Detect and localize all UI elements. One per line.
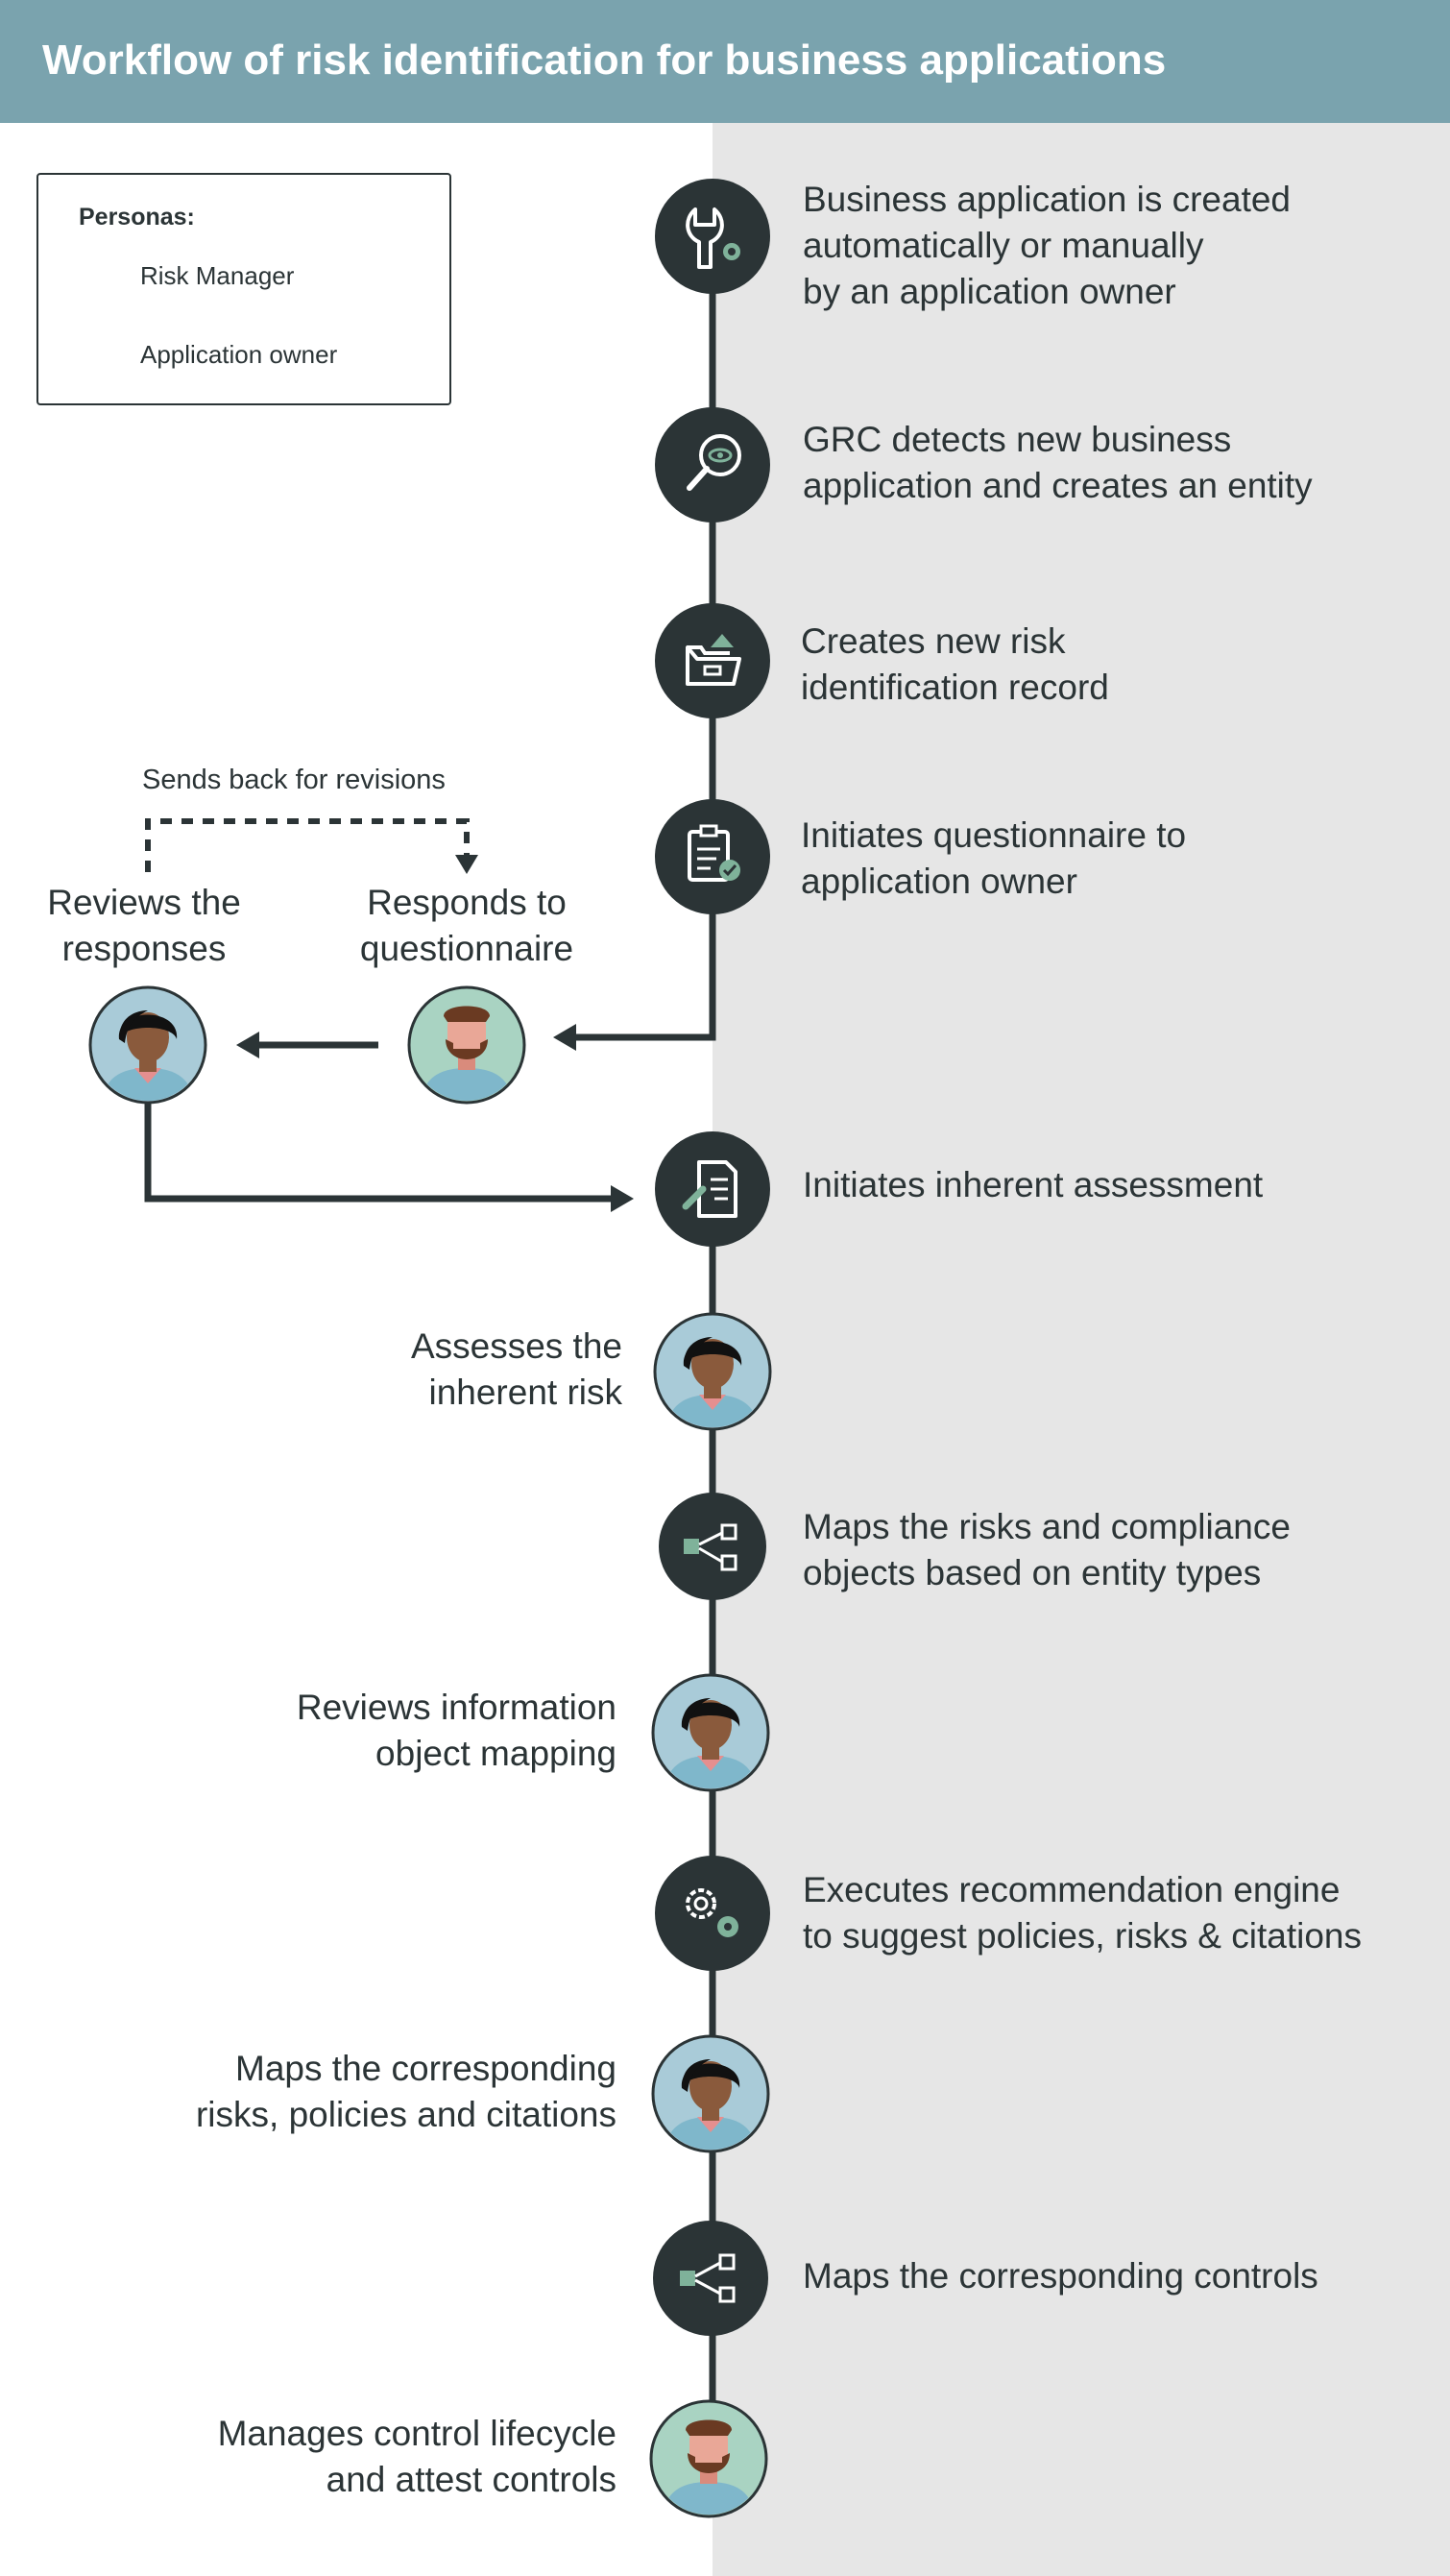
arrowhead-to-reviewer xyxy=(236,1032,259,1058)
flow-line-to-owner xyxy=(572,922,716,1041)
step-7-text: Maps the risks and compliance objects ba… xyxy=(803,1507,1291,1592)
reviews-responses-label: Reviews the responses xyxy=(47,883,241,968)
wrench-gear-icon xyxy=(686,207,740,269)
folder-upload-icon xyxy=(686,634,741,686)
step-6-text: Assesses the inherent risk xyxy=(410,1326,622,1412)
step-11-text: Maps the corresponding controls xyxy=(803,2256,1318,2296)
step-6-avatar xyxy=(655,1314,770,1431)
step-1-node xyxy=(655,179,770,294)
step-10-text: Maps the corresponding risks, policies a… xyxy=(195,2049,616,2134)
step-10-avatar xyxy=(653,2036,768,2153)
step-2-node xyxy=(655,407,770,522)
gears-icon xyxy=(686,1888,738,1937)
step-5-text: Initiates inherent assessment xyxy=(803,1165,1264,1204)
step-12-text: Manages control lifecycle and attest con… xyxy=(217,2414,616,2499)
step-4-node xyxy=(655,799,770,914)
step-9-node xyxy=(655,1856,770,1971)
flow-line-reviewer-to-assessment xyxy=(144,1103,615,1203)
step-8-avatar xyxy=(653,1675,768,1792)
revision-loop-line xyxy=(145,818,470,872)
step-8-text: Reviews information object mapping xyxy=(296,1688,616,1773)
step-9-text: Executes recommendation engine to sugges… xyxy=(803,1870,1362,1956)
step-5-node xyxy=(655,1131,770,1247)
node-map-icon xyxy=(684,1523,737,1571)
page-title: Workflow of risk identification for busi… xyxy=(42,36,1167,84)
arrowhead-to-assessment xyxy=(611,1185,634,1212)
magnifier-eye-icon xyxy=(687,434,741,491)
header-banner: Workflow of risk identification for busi… xyxy=(0,0,1450,123)
step-2-text: GRC detects new business application and… xyxy=(803,420,1313,505)
clipboard-check-icon xyxy=(688,824,740,882)
step-12-avatar xyxy=(651,2401,766,2518)
legend-label-application-owner: Application owner xyxy=(140,340,338,369)
step-11-node xyxy=(653,2221,768,2336)
revision-loop-label: Sends back for revisions xyxy=(142,765,446,795)
right-panel-background xyxy=(713,0,1450,2576)
step-7-node xyxy=(659,1493,766,1600)
legend-label-risk-manager: Risk Manager xyxy=(140,261,295,290)
node-map-icon xyxy=(680,2253,736,2303)
responds-questionnaire-label: Responds to questionnaire xyxy=(359,883,574,968)
step-3-text: Creates new risk identification record xyxy=(801,621,1109,707)
step-4-text: Initiates questionnaire to application o… xyxy=(801,815,1187,901)
reviewer-avatar xyxy=(90,987,205,1105)
arrowhead-to-owner xyxy=(553,1024,576,1051)
step-1-text: Business application is created automati… xyxy=(803,180,1292,311)
revision-loop-arrowhead xyxy=(455,855,478,874)
step-3-node xyxy=(655,603,770,718)
responder-avatar xyxy=(409,987,524,1105)
personas-legend: Personas: Risk Manager Application owner xyxy=(36,173,451,405)
document-pen-icon xyxy=(682,1160,737,1218)
legend-title: Personas: xyxy=(79,204,195,231)
